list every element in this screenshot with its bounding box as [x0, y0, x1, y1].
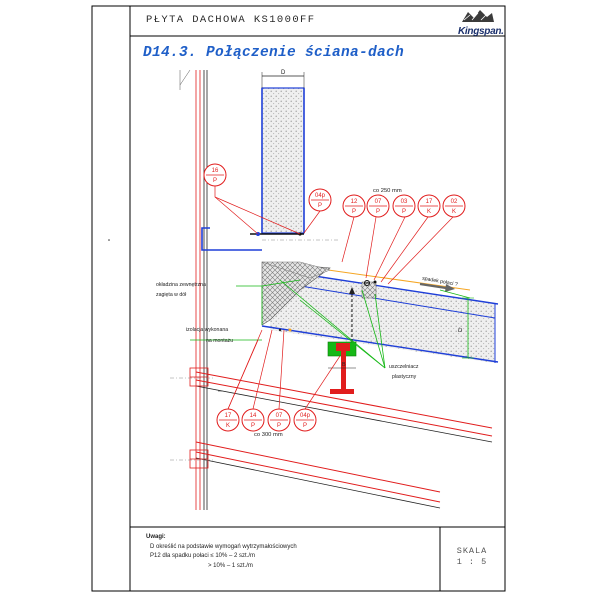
- notes-line-1: D określić na podstawie wymogań wytrzyma…: [150, 543, 297, 550]
- badge-04p-top: 04p P: [308, 188, 332, 212]
- badge-07p-bottom-bottom: P: [277, 423, 281, 429]
- badge-07p-bottom-top: 07: [276, 413, 283, 419]
- badge-04p-top-top: 04p: [315, 193, 326, 199]
- badge-17k-bottom: 17 K: [216, 408, 240, 432]
- badge-14p-bottom: P: [251, 423, 255, 429]
- badge-02k-top: 02: [451, 199, 458, 205]
- misc-marks: [108, 239, 222, 392]
- wall-panel: [261, 87, 305, 234]
- badge-12p: 12 P: [342, 194, 366, 218]
- purlin-beam: B: [327, 287, 357, 394]
- notes-line-3: > 10% – 1 szt./m: [208, 562, 253, 569]
- badge-04p-bottom: 04p P: [293, 408, 317, 432]
- notes-line-2: P12 dla spadku połaci ≤ 10% – 2 szt./m: [150, 553, 256, 559]
- badge-02k-bottom: K: [452, 209, 456, 215]
- badge-07p-bottom: 07 P: [267, 408, 291, 432]
- badge-04p-bottom-bottom: P: [303, 423, 307, 429]
- sealant-label-line1: uszczelniacz: [389, 364, 419, 370]
- badge-03p-bottom: P: [402, 209, 406, 215]
- flashing-label-line1: okładzina zewnętrzna: [156, 282, 206, 288]
- fixing-marks: [278, 280, 377, 332]
- badge-02k: 02 K: [442, 194, 466, 218]
- centerlines: [170, 239, 340, 461]
- badge-07p-top-bottom: P: [376, 209, 380, 215]
- badge-17k-bottom-bottom: K: [226, 423, 230, 429]
- badge-16p: 16 P: [203, 163, 227, 187]
- badge-04p-bottom-top: 04p: [300, 413, 311, 419]
- badge-16p-top: 16: [212, 168, 219, 174]
- green-leader-lines: [190, 279, 471, 369]
- badge-16p-bottom: P: [213, 178, 217, 184]
- red-leader-lines: [214, 186, 454, 410]
- kingspan-logo-icon: [462, 10, 494, 22]
- scale-value: 1 : 5: [456, 557, 488, 567]
- insulation-label-line2: na montażu: [206, 338, 233, 344]
- badge-04p-top-bottom: P: [318, 203, 322, 209]
- wall-width-label: D: [281, 70, 286, 76]
- insulation-label-line1: izolacja wykonana: [186, 327, 228, 333]
- roof-girder: [189, 367, 493, 509]
- badge-07p-top: 07 P: [366, 194, 390, 218]
- kingspan-logo-text: Kingspan.: [458, 26, 504, 37]
- sheet-frame: [91, 5, 506, 592]
- badge-07p-top-top: 07: [375, 199, 382, 205]
- top-spacing-dimension: co 250 mm: [373, 188, 402, 194]
- roof-thickness-dimension: D: [457, 297, 474, 359]
- bottom-spacing-dimension: co 300 mm: [254, 432, 283, 438]
- badge-03p-top: 03: [401, 199, 408, 205]
- notes-block: Uwagi: D określić na podstawie wymogań w…: [146, 533, 297, 571]
- badge-17k-top-bottom: K: [427, 209, 431, 215]
- slope-arrow: spadek połaci ?: [419, 276, 458, 292]
- badge-17k-top-top: 17: [426, 199, 433, 205]
- notes-heading: Uwagi:: [146, 534, 166, 540]
- annotations: okładzina zewnętrzna zagięta w dół izola…: [156, 282, 419, 380]
- spacing-top-label: co 250 mm: [373, 188, 402, 194]
- beam-width-label: B: [342, 362, 346, 368]
- badge-14p-top: 14: [250, 413, 257, 419]
- badge-14p: 14 P: [241, 408, 265, 432]
- section-title: D14.3. Połączenie ściana-dach: [143, 45, 405, 61]
- badge-12p-bottom: P: [352, 209, 356, 215]
- wall-width-dimension: D: [261, 70, 305, 88]
- roof-thickness-label: D: [457, 328, 463, 335]
- badge-17k-bottom-top: 17: [225, 413, 232, 419]
- spacing-bottom-label: co 300 mm: [254, 432, 283, 438]
- scale-box: SKALA 1 : 5: [452, 546, 492, 568]
- flashing-label-line2: zagięta w dół: [156, 292, 187, 298]
- sealant-label-line2: plastyczny: [392, 374, 417, 380]
- badge-12p-top: 12: [351, 199, 358, 205]
- steel-column: [179, 69, 208, 510]
- badge-03p: 03 P: [392, 194, 416, 218]
- scale-label: SKALA: [456, 546, 488, 556]
- sheet-header-title: PŁYTA DACHOWA KS1000FF: [146, 14, 316, 26]
- badge-17k-top: 17 K: [417, 194, 441, 218]
